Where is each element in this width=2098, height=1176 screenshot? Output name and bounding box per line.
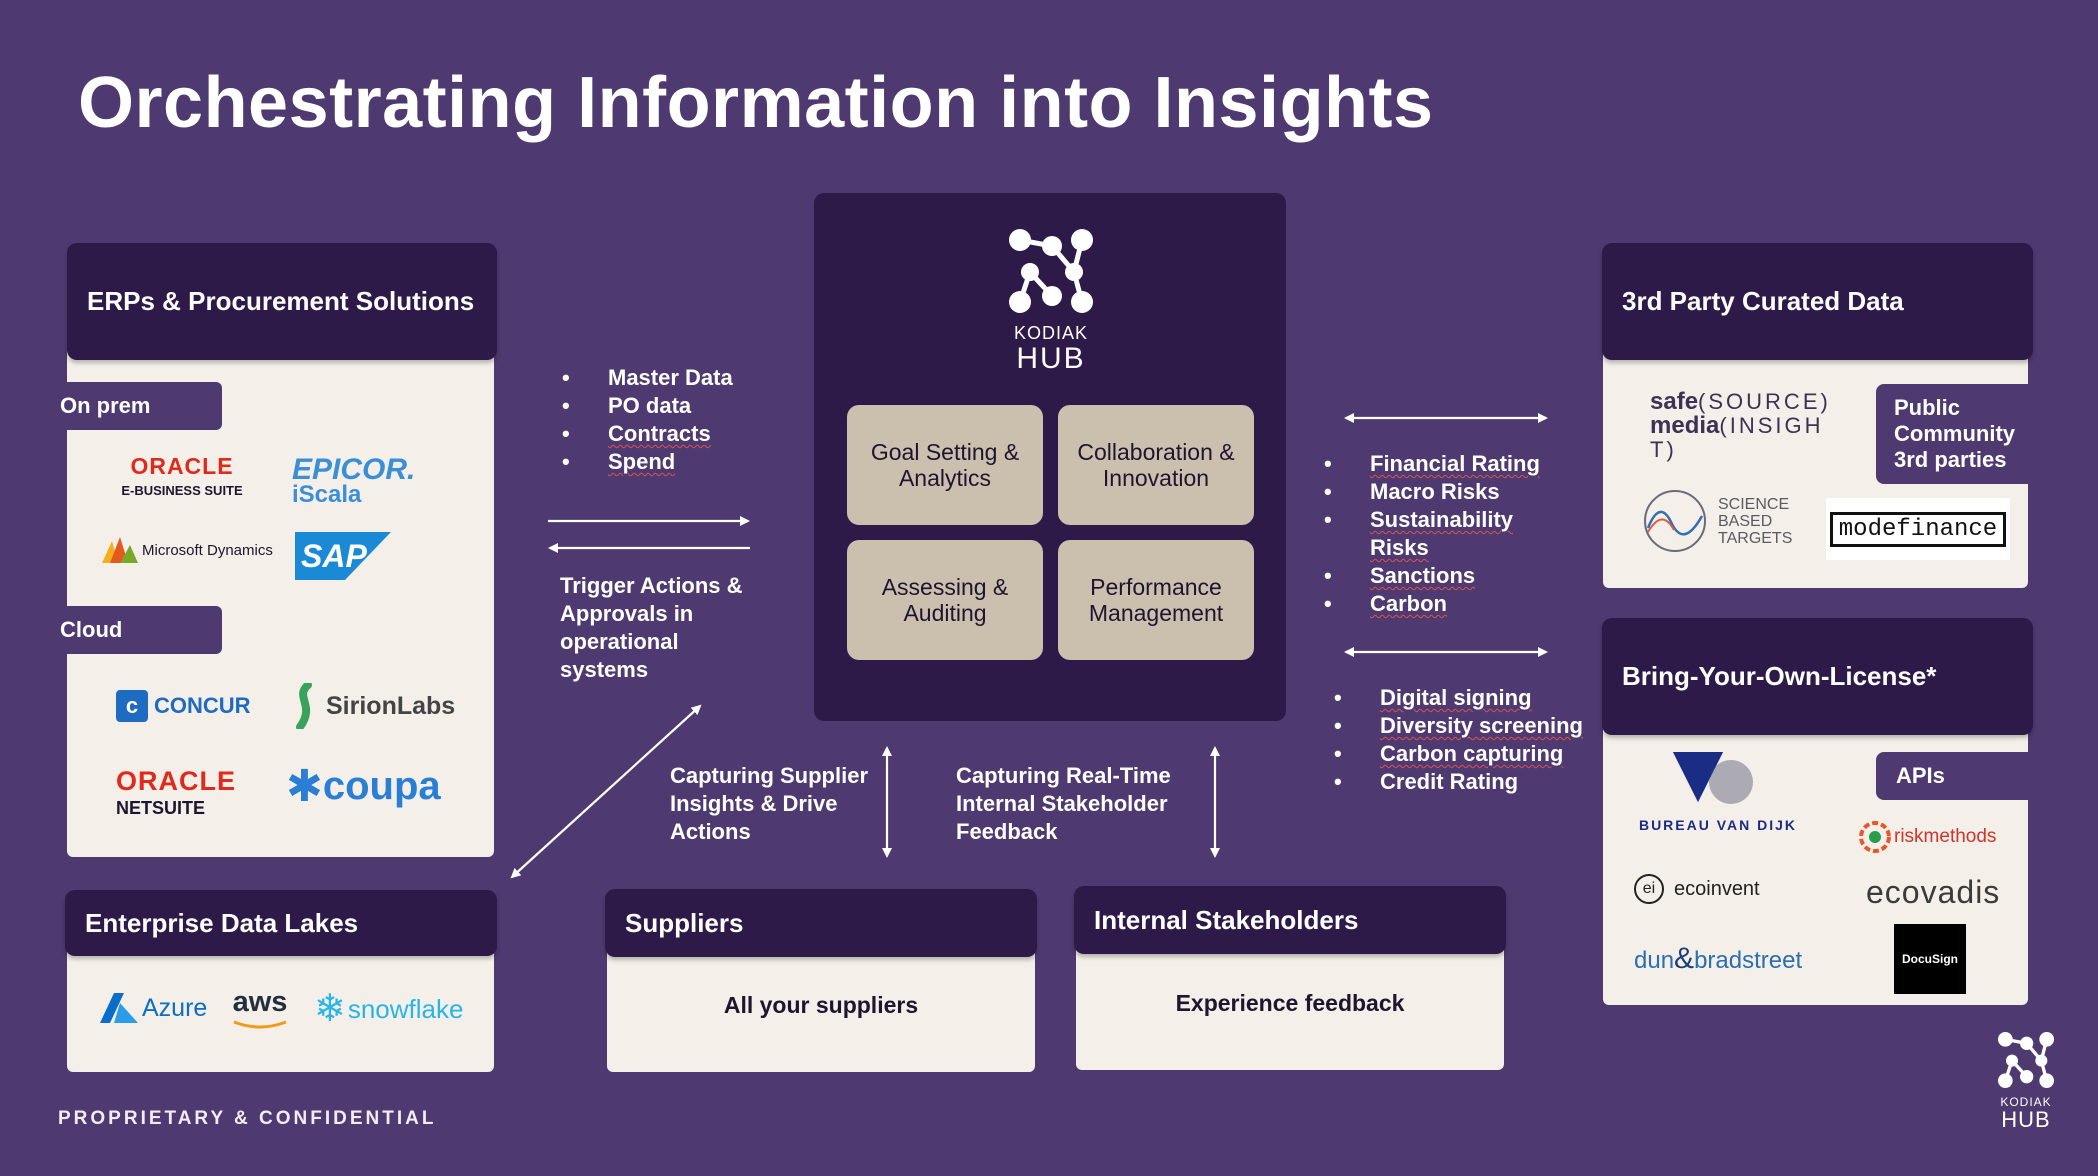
trigger-actions-label: Trigger Actions & Approvals in operation…	[560, 573, 743, 682]
erp-header: ERPs & Procurement Solutions	[67, 243, 497, 360]
data-lakes-header: Enterprise Data Lakes	[65, 890, 497, 956]
list-item: Financial Rating	[1320, 450, 1570, 478]
list-item: Carbon	[1320, 590, 1570, 618]
hub-box-assessing: Assessing & Auditing	[847, 540, 1043, 660]
third-party-header: 3rd Party Curated Data	[1602, 243, 2033, 360]
list-item: Digital signing	[1330, 684, 1610, 712]
list-item: Carbon capturing	[1330, 740, 1610, 768]
suppliers-header: Suppliers	[605, 889, 1037, 957]
docusign-logo: DocuSign	[1894, 924, 1966, 994]
apis-tag: APIs	[1876, 752, 2056, 800]
stakeholders-header: Internal Stakeholders	[1074, 886, 1506, 954]
bvd-logo: BUREAU VAN DIJK	[1628, 752, 1808, 833]
confidential-footer: PROPRIETARY & CONFIDENTIAL	[58, 1108, 437, 1129]
list-item: Credit Rating	[1330, 768, 1610, 796]
riskmethods-logo: riskmethods	[1858, 820, 1996, 854]
erp-header-label: ERPs & Procurement Solutions	[87, 286, 475, 316]
epicor-logo: EPICOR. iScala	[292, 453, 416, 508]
ecovadis-logo: ecovadis	[1866, 874, 2001, 910]
hub-box-collaboration: Collaboration & Innovation	[1058, 405, 1254, 525]
list-item: PO data	[558, 392, 733, 420]
aws-logo: aws	[230, 988, 290, 1035]
coupa-icon: ✱	[286, 761, 323, 811]
capturing-internal-label: Capturing Real-Time Internal Stakeholder…	[956, 763, 1171, 844]
sirionlabs-logo: SirionLabs	[290, 683, 455, 729]
list-item: Contracts	[558, 420, 733, 448]
kodiak-hub-icon	[1009, 229, 1093, 313]
azure-logo: Azure	[100, 993, 207, 1023]
sbt-icon	[1644, 490, 1706, 552]
concur-logo: c CONCUR	[116, 690, 251, 722]
concur-icon: c	[116, 690, 148, 722]
public-community-tag: Public Community 3rd parties	[1876, 384, 2056, 484]
safe-media-logo: safe(SOURCE) media(INSIGHT)	[1650, 388, 1831, 462]
list-item: Spend	[558, 448, 733, 476]
ms-dynamics-logo: Microsoft Dynamics	[102, 535, 273, 565]
riskmethods-icon	[1859, 821, 1891, 853]
bvd-icon	[1673, 752, 1753, 804]
sirionlabs-icon	[296, 683, 312, 729]
on-prem-tag: On prem	[40, 382, 222, 430]
ecoinvent-icon: ei	[1634, 874, 1664, 904]
snowflake-logo: ❄ snowflake	[314, 988, 464, 1030]
modefinance-logo: modefinance	[1826, 498, 2010, 560]
hub-box-performance: Performance Management	[1058, 540, 1254, 660]
oracle-netsuite-logo: ORACLE NETSUITE	[116, 766, 236, 818]
list-item: Diversity screening	[1330, 712, 1610, 740]
erp-data-list: Master Data PO data Contracts Spend	[558, 364, 733, 476]
byol-data-list: Digital signing Diversity screening Carb…	[1330, 684, 1610, 796]
cloud-tag: Cloud	[40, 606, 222, 654]
byol-header: Bring-Your-Own-License*	[1602, 618, 2033, 735]
list-item: Sanctions	[1320, 562, 1570, 590]
sap-logo: SAP	[295, 532, 391, 585]
ms-dynamics-icon	[102, 537, 138, 563]
hub-box-goal-setting: Goal Setting & Analytics	[847, 405, 1043, 525]
list-item: Macro Risks	[1320, 478, 1570, 506]
third-party-data-list: Financial Rating Macro Risks Sustainabil…	[1320, 450, 1570, 618]
oracle-ebs-logo: ORACLE E-BUSINESS SUITE	[121, 453, 243, 498]
kodiak-hub-icon	[1998, 1032, 2054, 1088]
ecoinvent-logo: ei ecoinvent	[1634, 874, 1760, 904]
corner-kodiak-logo: KODIAK HUB	[1990, 1030, 2062, 1131]
list-item: Master Data	[558, 364, 733, 392]
capturing-supplier-label: Capturing Supplier Insights & Drive Acti…	[670, 763, 868, 844]
coupa-logo: ✱ coupa	[286, 761, 441, 811]
azure-icon	[100, 993, 138, 1023]
stakeholders-body: Experience feedback	[1175, 990, 1405, 1016]
suppliers-body: All your suppliers	[723, 992, 919, 1018]
dnb-logo: dun&bradstreet	[1634, 942, 1803, 975]
sbt-logo: SCIENCE BASED TARGETS	[1642, 488, 1798, 554]
list-item: Sustainability Risks	[1320, 506, 1570, 562]
arrow-hub-datalakes	[510, 704, 702, 879]
page-title: Orchestrating Information into Insights	[78, 63, 1434, 143]
snowflake-icon: ❄	[314, 988, 346, 1030]
kodiak-hub-logo: KODIAK HUB	[1000, 226, 1102, 374]
